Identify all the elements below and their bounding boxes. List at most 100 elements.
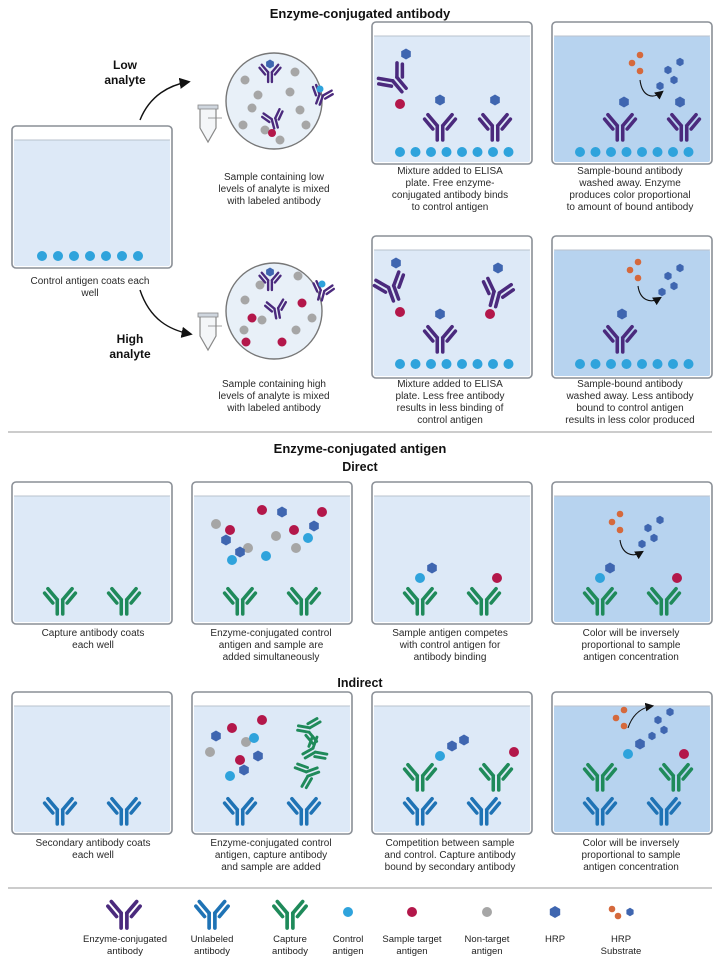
antibody-chain — [313, 755, 327, 760]
antibody-chain — [477, 117, 490, 131]
control-antigen-dot — [101, 251, 111, 261]
legend-nontarget-antigen-label: Non-target antigen — [464, 934, 510, 957]
nontarget-antigen-dot — [205, 747, 215, 757]
antibody-chain — [625, 117, 638, 131]
control-antigen-dot — [590, 359, 601, 369]
antibody-chain — [600, 796, 614, 812]
direct-well-1 — [11, 481, 173, 625]
capture-antibody — [301, 735, 329, 760]
control-antigen-dot — [488, 147, 498, 157]
nontarget-antigen-dot — [240, 295, 250, 305]
antibody-chain — [323, 93, 334, 100]
enzyme-antibody — [481, 276, 516, 309]
hrp-substrate-dot — [612, 714, 620, 722]
nontarget-antigen-dot — [247, 103, 257, 113]
antibody-chain — [240, 796, 254, 812]
antibody-chain — [274, 108, 281, 120]
antibody-chain — [605, 591, 618, 605]
direct-caption-3: Sample antigen competes with control ant… — [392, 628, 508, 663]
high-mix-caption: Sample containing high levels of analyte… — [218, 379, 330, 414]
unlabeled-antibody — [646, 796, 682, 826]
antibody-chain — [311, 85, 318, 97]
capture-antibody — [658, 762, 694, 792]
legend-unlabeled-antibody-icon — [194, 899, 230, 930]
hrp-hexagon — [239, 764, 249, 776]
control-antigen-dot — [410, 359, 421, 369]
antibody-chain — [258, 66, 267, 76]
capture-antibody — [222, 586, 258, 616]
low-sample-tube — [197, 104, 222, 144]
sample-antigen-dot — [509, 747, 519, 757]
capture-antibody — [582, 586, 618, 616]
antibody-chain — [481, 112, 495, 128]
antibody-chain — [493, 291, 502, 309]
antibody-chain — [488, 289, 496, 308]
antibody-chain — [606, 112, 620, 128]
antibody-chain — [500, 117, 513, 131]
indirect-caption-1: Secondary antibody coats each well — [35, 838, 151, 861]
unlabeled-antibody — [286, 796, 322, 826]
sample-antigen-dot — [395, 307, 405, 317]
unlabeled-antibody — [466, 796, 502, 826]
control-antigen-dot — [117, 251, 127, 261]
antibody-chain — [245, 801, 258, 815]
nontarget-antigen-dot — [255, 280, 265, 290]
antibody-chain — [445, 329, 458, 343]
antibody-chain — [313, 750, 329, 756]
antibody-chain — [669, 801, 682, 815]
control-antigen-dot — [637, 147, 647, 157]
control-antigen-dot — [426, 359, 436, 369]
low-plate-well — [371, 21, 533, 165]
converted-substrate-hexagon — [654, 715, 662, 725]
antibody-chain — [391, 283, 401, 301]
hrp-substrate-dot — [616, 526, 624, 534]
nontarget-antigen-dot — [253, 90, 263, 100]
legend-enzyme-antibody-icon — [106, 899, 142, 930]
converted-substrate-hexagon — [648, 731, 656, 741]
antibody-chain — [245, 591, 258, 605]
antibody-chain — [670, 112, 684, 128]
antibody-chain — [124, 796, 138, 812]
antibody-chain — [497, 282, 513, 295]
indirect-caption-3: Competition between sample and control. … — [384, 838, 516, 873]
antibody-chain — [270, 271, 280, 282]
antibody-chain — [374, 278, 391, 290]
antibody-chain — [42, 801, 55, 815]
control-antigen-dot — [395, 359, 405, 369]
hrp-substrate-dot — [620, 706, 628, 714]
high-wash-caption: Sample-bound antibody washed away. Less … — [565, 379, 695, 426]
antibody-chain — [425, 801, 438, 815]
antibody-chain — [258, 274, 267, 284]
antibody-chain — [484, 796, 498, 812]
antibody-chain — [124, 586, 138, 602]
antibody-chain — [309, 591, 322, 605]
antibody-chain — [605, 801, 618, 815]
antibody-chain — [296, 728, 311, 734]
antibody-chain — [650, 796, 664, 812]
antibody-chain — [582, 801, 595, 815]
antibody-chain — [402, 591, 415, 605]
control-antigen-dot — [621, 359, 632, 369]
antibody-chain — [106, 801, 119, 815]
control-antigen-caption: Control antigen coats each well — [30, 276, 150, 299]
control-antigen-dot — [85, 251, 95, 261]
antibody-chain — [445, 117, 458, 131]
antibody-chain — [620, 112, 634, 128]
antibody-chain — [669, 591, 682, 605]
antibody-chain — [315, 92, 321, 105]
antibody-chain — [42, 591, 55, 605]
control-antigen-dot — [415, 573, 425, 583]
control-antigen-dot — [637, 359, 647, 369]
hrp-hexagon — [266, 267, 274, 277]
control-antigen-dot — [595, 573, 605, 583]
substrate-arrow — [639, 79, 664, 100]
legend-hrp-icon — [549, 906, 561, 918]
control-antigen-dot — [488, 359, 498, 369]
antibody-chain — [377, 82, 394, 88]
antibody-chain — [320, 289, 326, 302]
antibody-chain — [372, 283, 388, 294]
antibody-chain — [260, 63, 270, 74]
control-antigen-dot — [316, 85, 324, 93]
antibody-chain — [312, 282, 319, 293]
sample-antigen-dot — [247, 313, 257, 323]
